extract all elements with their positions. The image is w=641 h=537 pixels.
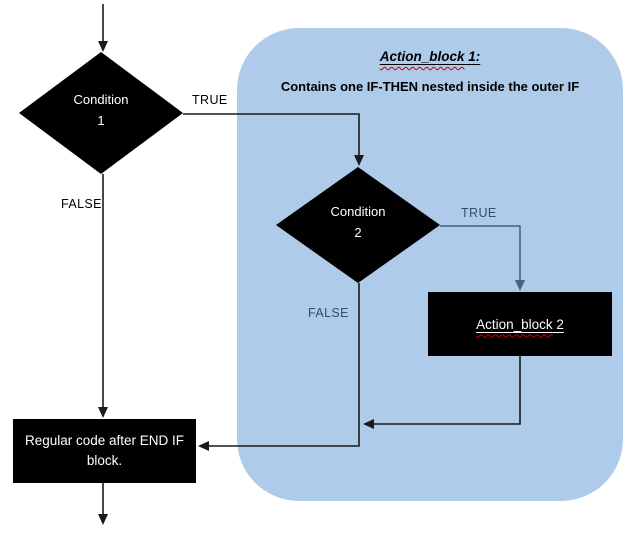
endif-box-label: Regular code after END IF block. (24, 433, 185, 468)
condition-2-diamond (276, 167, 440, 283)
action-block-1-subtitle: Contains one IF-THEN nested inside the o… (280, 79, 580, 94)
condition-2-label: Condition 2 (330, 204, 386, 240)
action-block-1-title-suffix: 1: (464, 49, 481, 64)
endif-box: Regular code after END IF block. (13, 419, 196, 483)
cond2-true-arrowhead-icon (515, 280, 525, 291)
action-block-2-label-main: Action_block (476, 316, 553, 332)
endif-exit-arrowhead-icon (98, 514, 108, 525)
cond1-false-label: FALSE (61, 197, 102, 211)
cond1-true-label: TRUE (192, 93, 228, 107)
cond1-true-arrowhead-icon (354, 155, 364, 166)
action-block-1-title: Action_block 1: (237, 49, 623, 64)
action-block-2-box: Action_block 2 (428, 292, 612, 356)
cond2-false-label: FALSE (308, 306, 349, 320)
action2-out-arrowhead-icon (363, 419, 374, 429)
action2-out-line (374, 356, 521, 425)
cond1-false-arrowhead-icon (98, 407, 108, 418)
cond2-false-arrowhead-icon (198, 441, 209, 451)
condition-1-label: Condition 1 (73, 92, 129, 128)
cond1-true-line (183, 113, 360, 156)
cond2-false-line (209, 283, 360, 447)
condition-1-diamond (19, 52, 183, 174)
action-block-1-title-main: Action_block (379, 49, 465, 64)
action-block-2-label-suffix: 2 (552, 316, 564, 332)
start-arrowhead-icon (98, 41, 108, 52)
action-block-1-container (237, 28, 623, 501)
cond2-true-label: TRUE (461, 206, 497, 220)
cond2-true-line (440, 225, 521, 280)
